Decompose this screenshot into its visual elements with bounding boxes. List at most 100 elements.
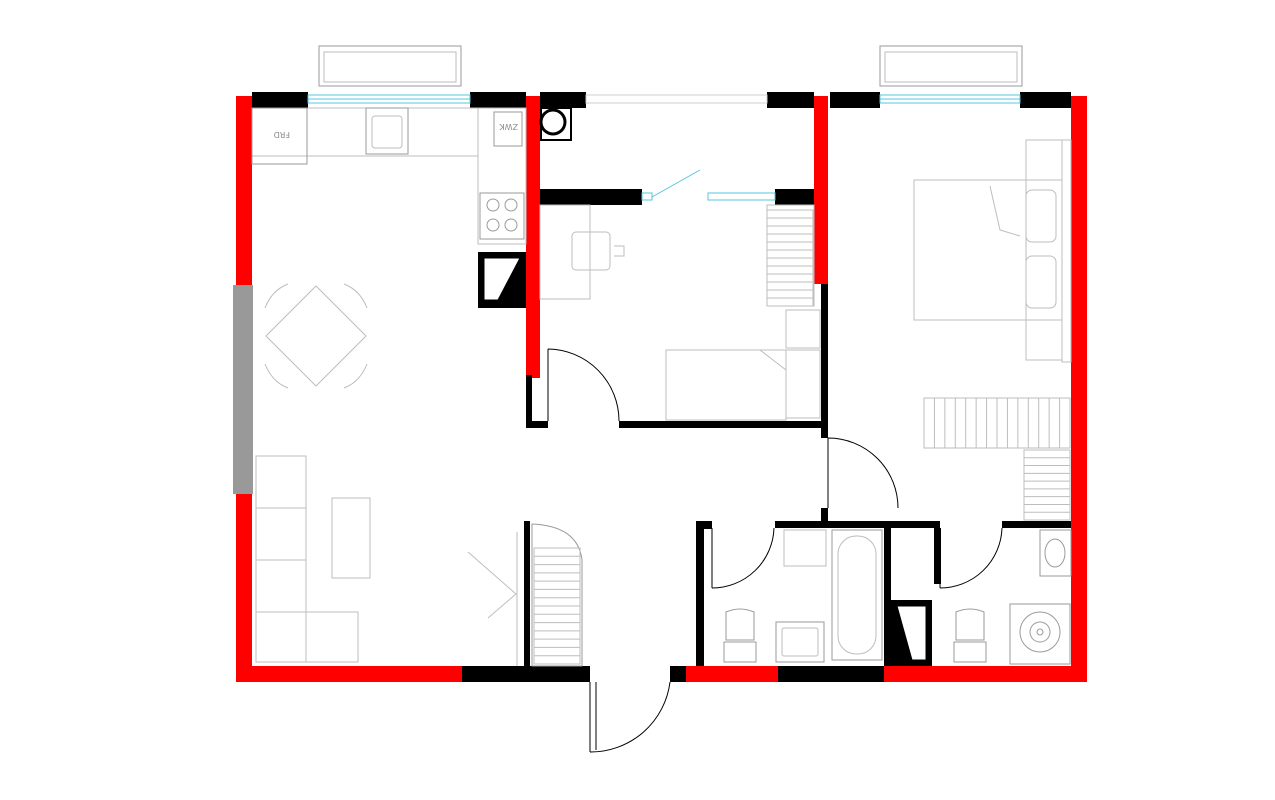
tv-viewing-angle <box>467 551 517 619</box>
kitchen-furniture: FRD ZWK <box>251 107 572 245</box>
stair-partition <box>524 521 530 666</box>
stair-steps-bedroom-wardrobe <box>923 397 1071 449</box>
sofa-chaise <box>255 611 359 663</box>
bed-pillow-1 <box>1025 189 1057 243</box>
fridge-label: FRD <box>274 130 290 139</box>
dining-chair-2 <box>343 283 368 309</box>
staircase <box>531 523 583 667</box>
bathroom-2-fixtures <box>953 529 1072 665</box>
bedroom-shelf <box>1061 139 1072 363</box>
door-entrance <box>589 681 671 753</box>
study-bottom-wall-right <box>619 421 828 428</box>
sink-bowl <box>371 115 403 149</box>
counter-right <box>477 107 527 245</box>
balcony-right-inner <box>884 51 1018 83</box>
bath-cabinet <box>783 529 827 567</box>
sofa-back <box>255 455 307 663</box>
bathtub-inner <box>837 535 877 655</box>
window-interior-left <box>641 192 653 201</box>
dining-chair-4 <box>343 363 368 389</box>
study-left-wall-lower <box>526 375 532 427</box>
stair-outline <box>1023 449 1071 521</box>
door-bedroom <box>827 437 899 509</box>
bedside-table-1 <box>1025 139 1063 181</box>
interior-wall-red-bedroom <box>814 96 828 284</box>
study-chair <box>571 231 611 271</box>
coffee-table <box>331 497 371 579</box>
boiler-box <box>540 107 572 141</box>
stove <box>479 192 525 240</box>
bath-1-toilet-tank <box>723 641 757 663</box>
bathtub <box>831 529 883 661</box>
door-bathroom-2 <box>939 527 1003 589</box>
balcony-right <box>879 45 1023 87</box>
bottom-wall-piece-1 <box>462 666 590 682</box>
exterior-wall-bottom-left <box>236 666 464 682</box>
bath-1-washbasin <box>775 621 825 663</box>
study-nightstand-2 <box>785 349 821 419</box>
study-furniture <box>539 204 821 421</box>
stove-burner-2 <box>504 198 518 212</box>
stove-burner-1 <box>486 198 500 212</box>
stair-outline <box>531 523 583 667</box>
sink <box>365 107 409 155</box>
shower-tray <box>1009 603 1071 665</box>
bathroom-top-wall-right <box>1002 521 1071 528</box>
study-right-wall-lower <box>821 284 828 438</box>
study-bottom-wall-left <box>526 421 548 428</box>
washer <box>493 111 523 147</box>
study-chair-arm <box>614 245 625 257</box>
stair-steps-main <box>533 547 581 665</box>
exterior-wall-right <box>1071 96 1087 682</box>
chimney-flue <box>483 257 521 301</box>
exterior-wall-left-upper <box>236 96 252 286</box>
top-wall-piece-6 <box>1020 92 1071 108</box>
top-wall-piece-5 <box>830 92 880 108</box>
windows <box>307 94 1021 201</box>
shower-drain-dot <box>1036 628 1044 636</box>
bathroom-1-fixtures <box>723 529 883 663</box>
exterior-wall-left-lower <box>236 493 252 682</box>
stove-burner-4 <box>504 218 518 232</box>
dining-chair-1 <box>264 283 289 309</box>
fridge <box>251 107 308 165</box>
interior-window-swing <box>651 169 701 198</box>
bath-2-toilet <box>955 608 985 641</box>
interior-wall-red-kitchen <box>526 96 540 378</box>
exterior-wall-bottom-center <box>686 666 780 682</box>
doors <box>547 348 1003 753</box>
bath-2-toilet-tank <box>953 641 987 663</box>
dining-set <box>264 283 368 389</box>
boiler <box>539 108 567 136</box>
bottom-wall-piece-3 <box>778 666 884 682</box>
study-top-wall-left <box>540 189 642 205</box>
study-bed-fold <box>759 349 787 372</box>
window-study <box>585 94 768 104</box>
stove-burner-3 <box>486 218 500 232</box>
bath-1-toilet <box>725 608 755 641</box>
door-bathroom-1 <box>711 527 775 589</box>
stair-steps-bedroom-closet <box>1023 449 1071 521</box>
study-wardrobe <box>766 204 815 307</box>
exterior-walls <box>236 96 1087 682</box>
door-study <box>547 348 620 422</box>
shower-drain <box>1019 611 1061 653</box>
top-wall-piece-2 <box>470 92 526 108</box>
balconies <box>318 45 1023 87</box>
balcony-left-inner <box>323 51 457 83</box>
bathroom-stub-wall <box>821 508 828 522</box>
bedroom-furniture <box>913 139 1072 363</box>
stair-steps-wardrobe <box>766 209 814 307</box>
top-wall-piece-4 <box>767 92 814 108</box>
top-wall-piece-1 <box>252 92 308 108</box>
shower-drain-inner <box>1029 621 1051 643</box>
sofa <box>255 455 371 663</box>
bed-pillow-2 <box>1025 255 1057 309</box>
dining-chair-3 <box>264 363 289 389</box>
bedroom-bed-fold <box>989 185 1021 237</box>
bottom-wall-piece-2 <box>670 666 686 682</box>
bathroom-top-wall <box>775 521 940 528</box>
study-desk <box>539 204 591 300</box>
glazed-wall-section <box>233 285 253 494</box>
